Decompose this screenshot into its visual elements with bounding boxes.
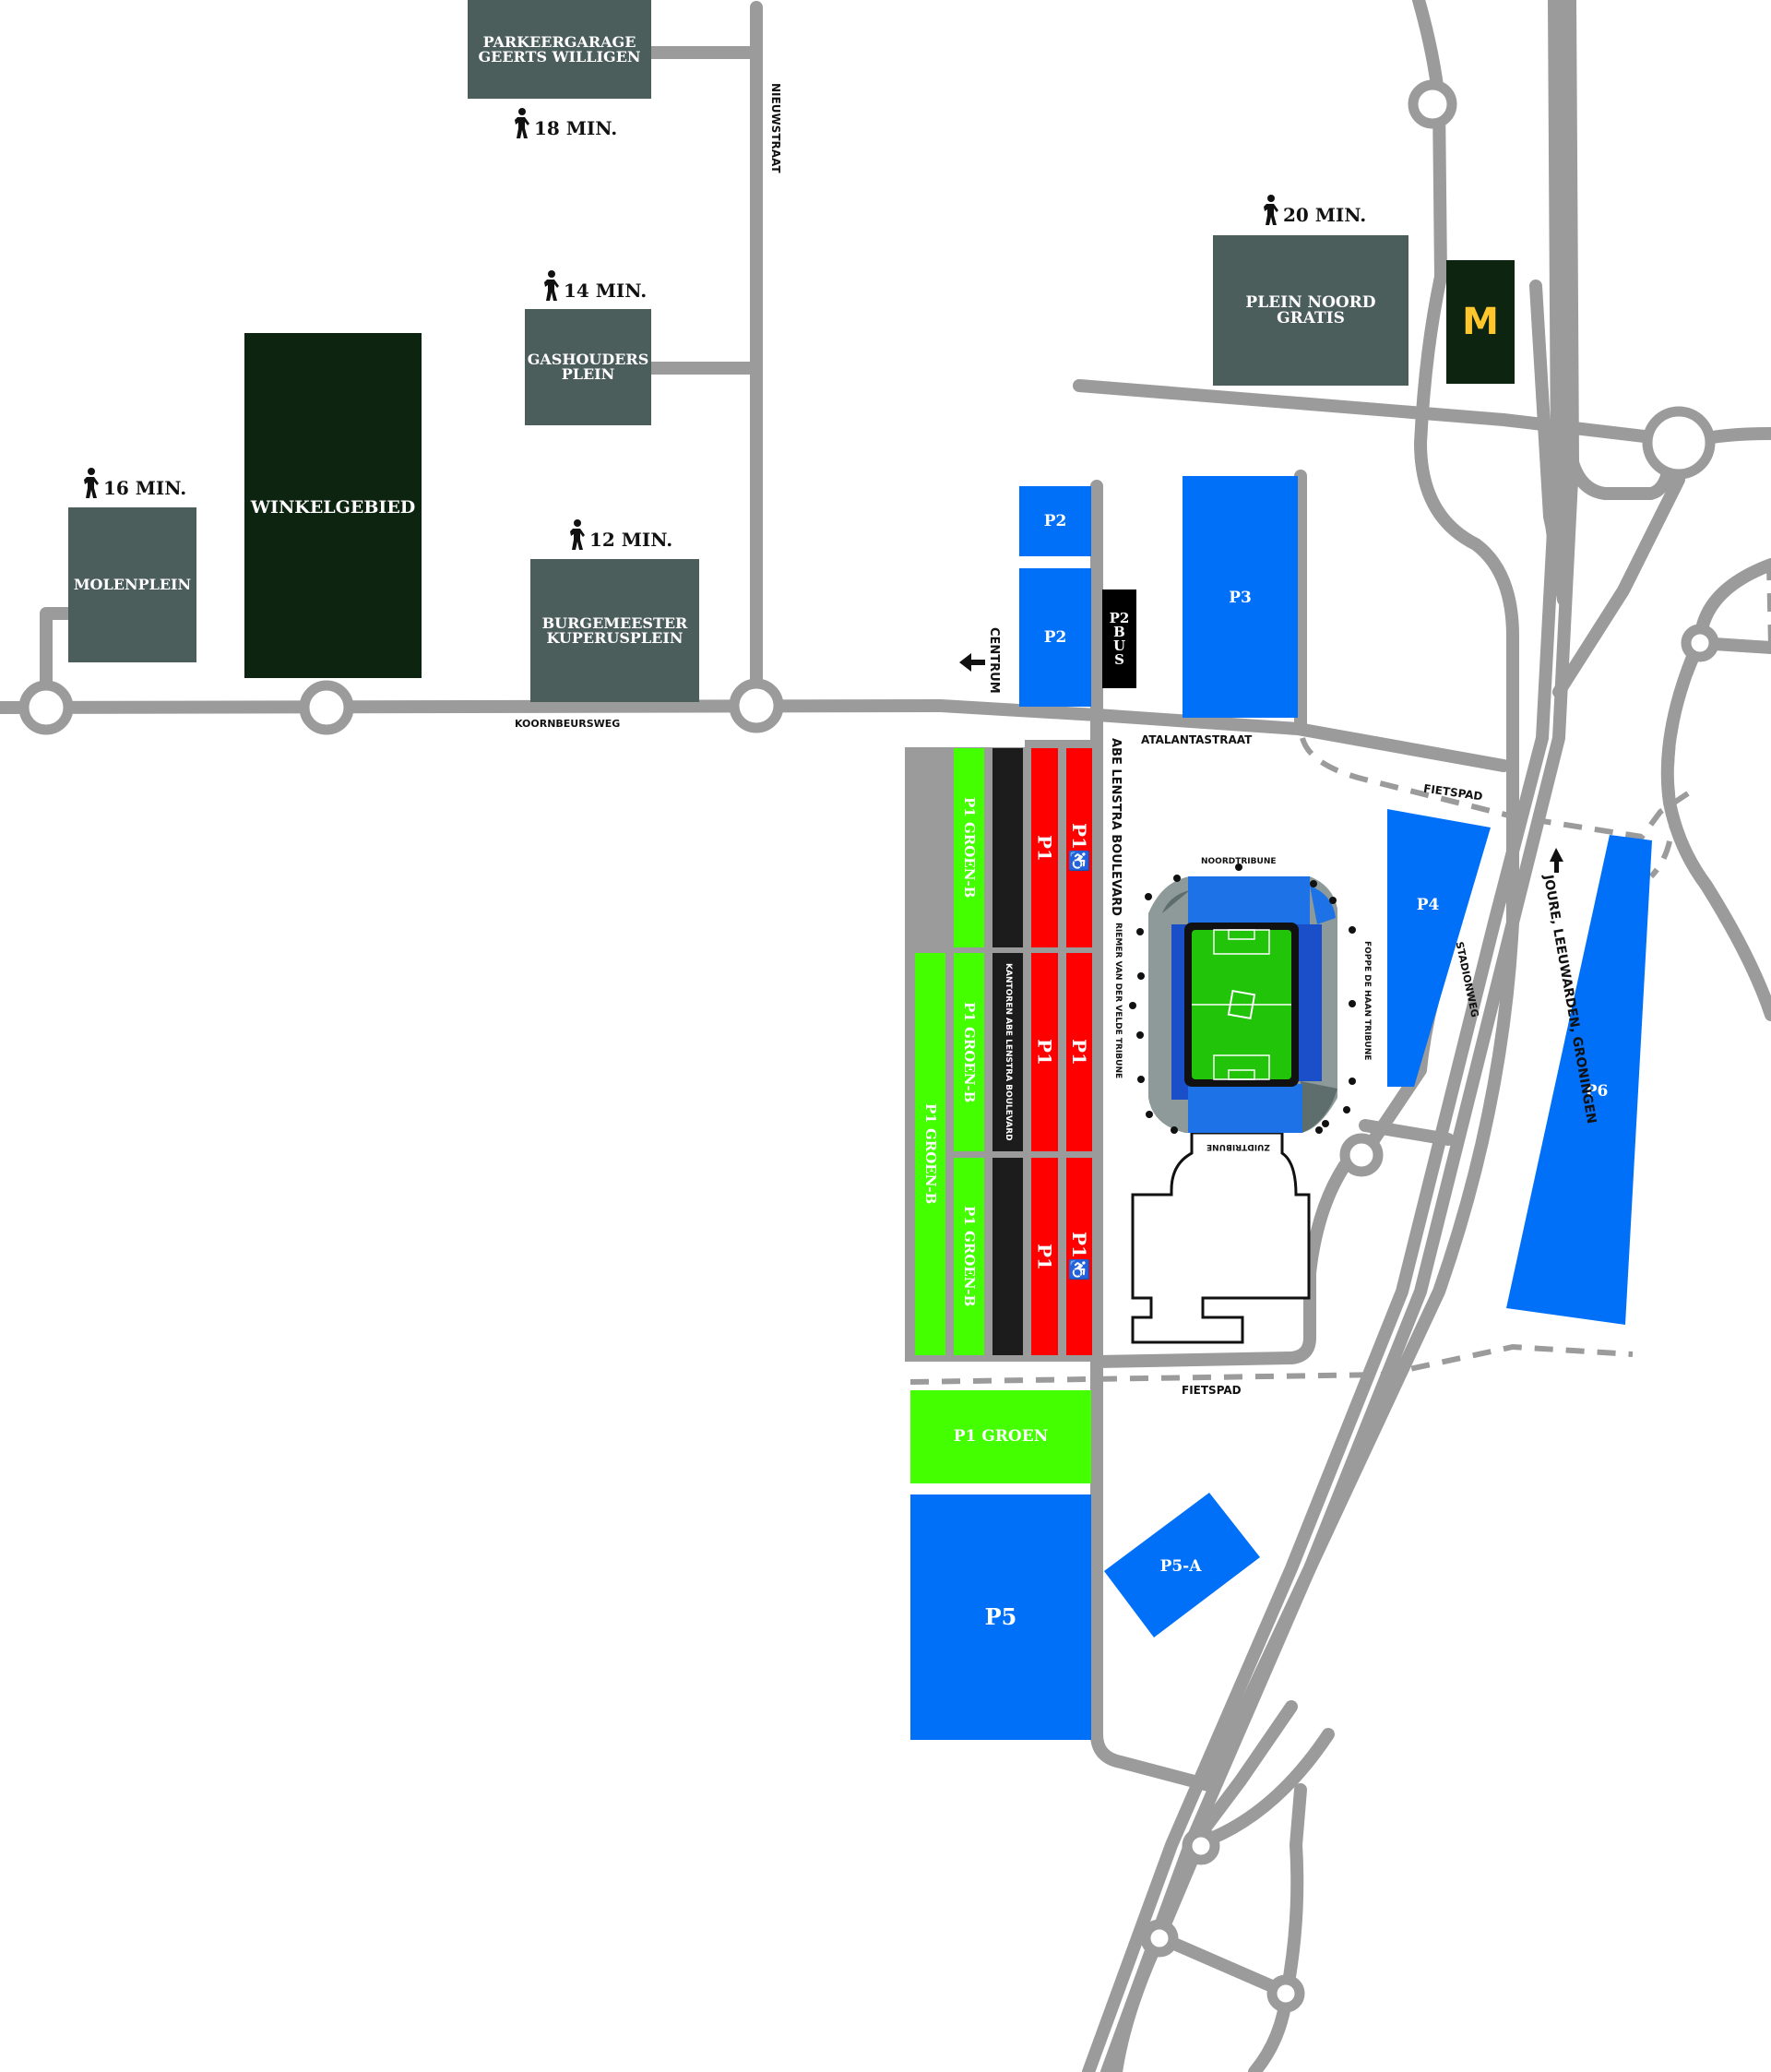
zone-label-line2: GEERTS WILLIGEN (478, 47, 641, 65)
pedestrian-icon (570, 519, 585, 550)
zone-label: WINKELGEBIED (250, 497, 416, 518)
stadium (1129, 863, 1356, 1134)
parking-label: P2 (1043, 627, 1067, 647)
pedestrian-icon (84, 468, 99, 498)
walk-time-label: 18 MIN. (534, 117, 618, 139)
parking-label: P1 GROEN-B (961, 1206, 978, 1307)
walk-time-parkeergarage: 18 MIN. (512, 108, 617, 139)
stadium-zuidtribune: ZUIDTRIBUNE (1206, 1142, 1270, 1151)
parking-p1-disabled-2[interactable]: P1♿ (1066, 1158, 1092, 1355)
walk-time-plein-noord: 20 MIN. (1261, 195, 1366, 226)
parking-p1-groen-b-long[interactable]: P1 GROEN-B (915, 953, 945, 1355)
parking-label: P1 GROEN (953, 1427, 1049, 1446)
walk-time-label: 16 MIN. (103, 477, 187, 499)
roundabouts (18, 79, 1719, 2013)
stadium-noordtribune: NOORDTRIBUNE (1201, 857, 1277, 866)
parking-p5[interactable]: P5 (910, 1494, 1091, 1740)
street-nieuwstraat: NIEUWSTRAAT (769, 83, 782, 173)
parking-p3[interactable]: P3 (1183, 476, 1298, 718)
parking-label-p2: P2 (1109, 609, 1130, 626)
zone-label-line1: GASHOUDERS (527, 351, 649, 368)
parking-p1-red-1[interactable]: P1 (1031, 748, 1058, 947)
parking-p2-top[interactable]: P2 (1019, 486, 1091, 556)
stadium-entrance-markers (1129, 863, 1356, 1134)
parking-label-b: B (1113, 623, 1125, 640)
kantoren-block-top (992, 748, 1023, 947)
parking-label: P1♿ (1068, 1232, 1090, 1281)
parking-p1-red-2[interactable]: P1 (1031, 953, 1058, 1151)
parking-label: P1 GROEN-B (922, 1103, 939, 1205)
zone-parkeergarage-geerts-willigen[interactable]: PARKEERGARAGE GEERTS WILLIGEN (468, 0, 651, 99)
kantoren-label: KANTOREN ABE LENSTRA BOULEVARD (1004, 963, 1013, 1141)
walk-time-label: 14 MIN. (564, 280, 648, 302)
parking-p6-label: P6 (1585, 1081, 1609, 1101)
zone-label-line2: GRATIS (1277, 308, 1345, 327)
parking-label: P1 GROEN-B (961, 1001, 978, 1103)
parking-label: P1♿ (1068, 823, 1090, 873)
zone-label-line1: PARKEERGARAGE (482, 32, 636, 51)
walk-time-molenplein: 16 MIN. (81, 468, 186, 499)
zone-burgemeester-kuperusplein[interactable]: BURGEMEESTER KUPERUSPLEIN (530, 559, 699, 702)
street-koornbeursweg: KOORNBEURSWEG (515, 718, 621, 730)
parking-p1-groen-b-3[interactable]: P1 GROEN-B (954, 1158, 984, 1355)
parking-p4-label: P4 (1416, 895, 1440, 914)
parking-label: P5 (984, 1603, 1017, 1630)
zone-label-line2: PLEIN (561, 365, 615, 383)
street-fietspad-bottom: FIETSPAD (1182, 1384, 1242, 1397)
stadium-south-building (1131, 1131, 1311, 1344)
pedestrian-icon (1264, 195, 1278, 225)
fietspad-paths (909, 564, 1771, 1385)
centrum-arrow-icon (959, 653, 985, 672)
parking-p2-bottom[interactable]: P2 (1019, 568, 1091, 707)
zone-winkelgebied[interactable]: WINKELGEBIED (244, 333, 422, 678)
zone-molenplein[interactable]: MOLENPLEIN (68, 507, 196, 662)
street-abe-lenstra-boulevard: ABE LENSTRA BOULEVARD (1109, 738, 1123, 916)
parking-label-u: U (1112, 637, 1126, 654)
parking-label: P3 (1229, 589, 1252, 607)
stadium-foppe-de-haan-tribune: FOPPE DE HAAN TRIBUNE (1362, 941, 1372, 1061)
zone-label-line1: PLEIN NOORD (1245, 292, 1376, 312)
parking-p5a[interactable] (1104, 1493, 1260, 1637)
zone-plein-noord[interactable]: PLEIN NOORD GRATIS (1213, 235, 1408, 386)
walk-time-burgemeester: 12 MIN. (567, 519, 672, 551)
parking-p1-red-3[interactable]: P1 (1066, 953, 1092, 1151)
mcdonalds-logo-icon: M (1462, 301, 1499, 343)
parking-p1-red-4[interactable]: P1 (1031, 1158, 1058, 1355)
walk-time-label: 12 MIN. (589, 529, 673, 551)
parking-label-s: S (1114, 650, 1124, 668)
parking-label: P1 (1033, 1243, 1056, 1270)
zone-label: MOLENPLEIN (73, 576, 192, 593)
pedestrian-icon (544, 270, 559, 301)
street-centrum: CENTRUM (987, 627, 1001, 694)
walk-time-gashouders: 14 MIN. (541, 270, 647, 302)
parking-p6[interactable] (1506, 835, 1652, 1325)
stadium-riemer-van-der-velde-tribune: RIEMER VAN DER VELDE TRIBUNE (1113, 923, 1123, 1079)
parking-p1-disabled-1[interactable]: P1♿ (1066, 748, 1092, 947)
parking-label: P1 (1033, 834, 1056, 862)
zone-label-line1: BURGEMEESTER (541, 613, 688, 632)
pedestrian-icon (515, 108, 529, 138)
parking-label: P2 (1043, 511, 1067, 530)
joure-arrow-icon (1550, 848, 1563, 873)
parking-label: P1 GROEN-B (961, 797, 978, 899)
parking-p1-groen-b-2[interactable]: P1 GROEN-B (954, 953, 984, 1151)
kantoren-abe-lenstra-boulevard: KANTOREN ABE LENSTRA BOULEVARD (992, 953, 1023, 1151)
zone-gashouders-plein[interactable]: GASHOUDERS PLEIN (525, 309, 651, 425)
parking-label: P1 (1033, 1039, 1056, 1066)
kantoren-block-bottom (992, 1158, 1023, 1355)
street-atalantastraat: ATALANTASTRAAT (1141, 733, 1253, 746)
parking-p1-groen[interactable]: P1 GROEN (910, 1390, 1091, 1483)
parking-p5a-label: P5-A (1159, 1556, 1202, 1576)
walk-time-label: 20 MIN. (1283, 204, 1367, 226)
parking-p4[interactable] (1387, 809, 1491, 1087)
p1-top-white-gap (905, 740, 1025, 747)
parking-p2-bus[interactable]: P2 B U S (1102, 589, 1136, 688)
parking-p1-groen-b-1[interactable]: P1 GROEN-B (954, 748, 984, 947)
zone-label-line2: KUPERUSPLEIN (546, 628, 683, 647)
mcdonalds-location[interactable]: M (1446, 260, 1515, 384)
parking-label: P1 (1068, 1039, 1090, 1066)
